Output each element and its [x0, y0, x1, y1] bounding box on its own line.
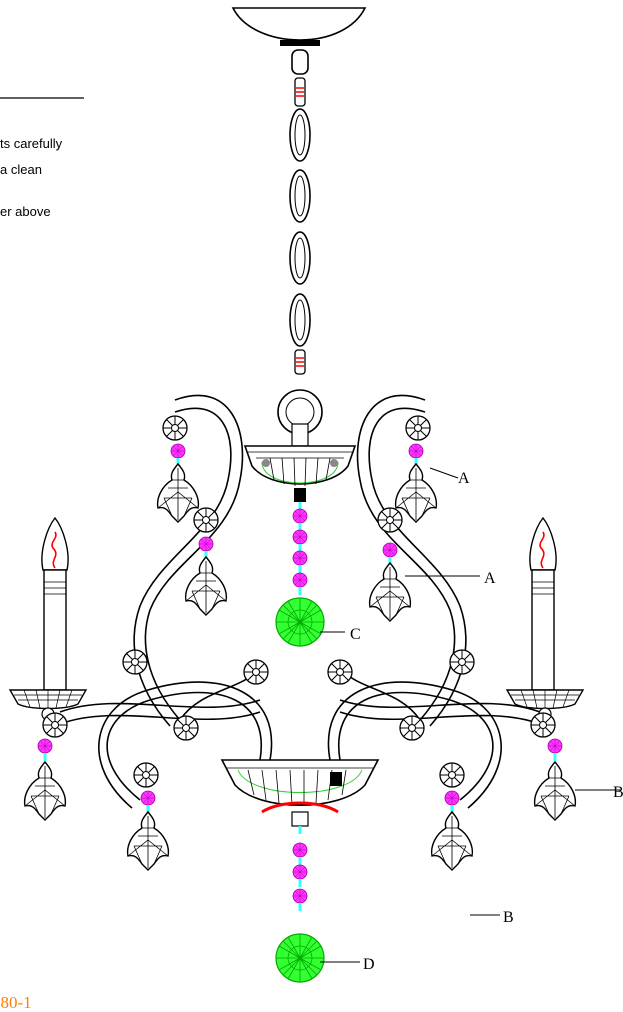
model-number-label: 980-1 [0, 993, 32, 1012]
callout-label-b-lower: B [503, 909, 514, 926]
lower-hub-bowl [220, 759, 380, 827]
ceiling-canopy [231, 7, 367, 46]
callout-label-a-upper: A [458, 470, 470, 487]
upper-hub-bowl [243, 423, 357, 502]
instruction-text-line-2: a clean [0, 162, 42, 177]
callout-label-c: C [350, 626, 361, 643]
callout-label-a-lower: A [484, 570, 496, 587]
callout-leaders [0, 97, 620, 963]
left-candle [9, 517, 87, 721]
callout-label-d: D [363, 956, 375, 973]
instruction-text-line-3: er above [0, 204, 51, 219]
center-drop-upper [275, 500, 325, 647]
callout-label-b-right: B [613, 784, 623, 801]
chain [277, 49, 323, 435]
instruction-text-line-1: ts carefully [0, 136, 63, 151]
center-drop-lower [275, 824, 325, 983]
right-candle [506, 517, 584, 721]
